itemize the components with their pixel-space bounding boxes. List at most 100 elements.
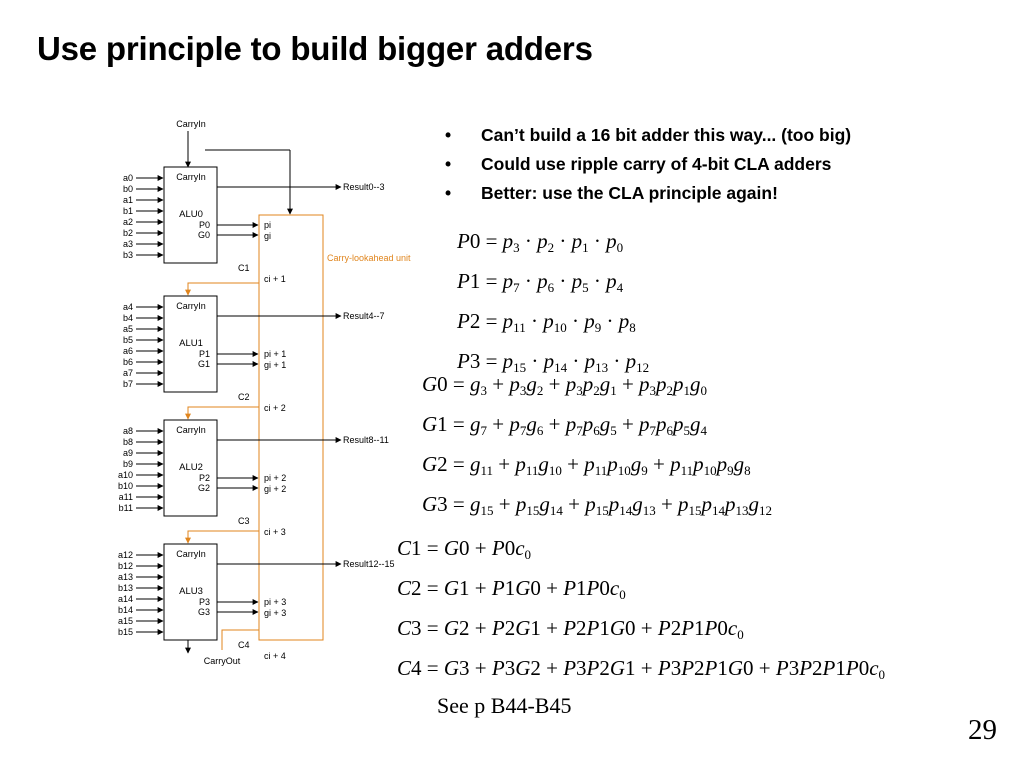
operand-input-label: a8 [123,426,133,436]
cla-pi-label: pi [264,220,271,230]
operand-input-label: a0 [123,173,133,183]
operand-input-label: a13 [118,572,133,582]
carry-signal-label: C1 [238,263,250,273]
alu-box [163,166,218,264]
alu-propagate-label: P0 [199,220,210,230]
alu-generate-label: G0 [198,230,210,240]
operand-input-label: b12 [118,561,133,571]
operand-input-label: b1 [123,206,133,216]
alu-propagate-label: P2 [199,473,210,483]
carry-lookahead-box [258,214,324,641]
alu-name: ALU3 [179,586,203,597]
operand-input-label: b11 [119,503,133,513]
equation-p: P0 = p3 · p2 · p1 · p0 [457,229,624,255]
carry-out-wire [221,629,259,650]
slide-title: Use principle to build bigger adders [37,30,593,67]
page-reference: See p B44-B45 [437,693,572,718]
result-label: Result4--7 [343,311,385,321]
alu-carry-in-label: CarryIn [176,172,206,182]
operand-input-label: b15 [118,627,133,637]
equation-g: G2 = g11 + p11g10 + p11p10g9 + p11p10p9g… [422,452,751,478]
carry-wire [185,530,259,544]
operand-input-label: b0 [123,184,133,194]
operand-input-label: a9 [123,448,133,458]
operand-input-label: a11 [119,492,133,502]
alu-box [163,295,218,393]
operand-input-label: a4 [123,302,133,312]
operand-input-label: b14 [118,605,133,615]
operand-input-label: a5 [123,324,133,334]
cla-carry-label: ci + 1 [264,274,286,284]
operand-input-label: b8 [123,437,133,447]
cla-gi-label: gi [264,231,271,241]
equation-p: P1 = p7 · p6 · p5 · p4 [457,269,624,295]
carry-in-label: CarryIn [176,119,206,129]
operand-input-label: a14 [118,594,133,604]
operand-input-label: a15 [118,616,133,626]
alu-propagate-label: P1 [199,349,210,359]
bullet-item: • Better: use the CLA principle again! [445,179,851,208]
equation-c: C1 = G0 + P0c0 [397,536,532,562]
cla-pi-label: pi + 1 [264,349,286,359]
carry-wire [185,406,259,420]
bullet-marker: • [445,183,452,203]
bullet-list: • Can’t build a 16 bit adder this way... … [445,121,851,208]
alu-name: ALU1 [179,338,203,349]
operand-input-label: b7 [123,379,133,389]
operand-input-label: b4 [123,313,133,323]
equation-c: C4 = G3 + P3G2 + P3P2G1 + P3P2P1G0 + P3P… [397,656,886,682]
operand-input-label: a10 [118,470,133,480]
equation-c: C3 = G2 + P2G1 + P2P1G0 + P2P1P0c0 [397,616,744,642]
carry-signal-label: C3 [238,516,250,526]
bullet-text: Better: use the CLA principle again! [481,183,778,203]
result-label: Result8--11 [343,435,389,445]
cla-carry-label: ci + 4 [264,651,286,661]
bullet-marker: • [445,154,452,174]
alu-generate-label: G1 [198,359,210,369]
operand-input-label: a2 [123,217,133,227]
page-number: 29 [968,714,997,746]
carry-out-label: CarryOut [204,656,241,666]
operand-input-label: a1 [123,195,133,205]
operand-input-label: b13 [118,583,133,593]
carry-wire [185,282,259,296]
alu-carry-in-label: CarryIn [176,425,206,435]
alu-name: ALU2 [179,462,203,473]
cla-gi-label: gi + 2 [264,484,286,494]
carry-signal-label: C4 [238,640,250,650]
equation-c: C2 = G1 + P1G0 + P1P0c0 [397,576,626,602]
equation-g: G3 = g15 + p15g14 + p15p14g13 + p15p14p1… [422,492,773,518]
result-label: Result12--15 [343,559,395,569]
carry-signal-label: C2 [238,392,250,402]
alu-box [163,419,218,517]
alu-name: ALU0 [179,209,203,220]
operand-input-label: a7 [123,368,133,378]
cla-carry-label: ci + 3 [264,527,286,537]
bullet-text: Can’t build a 16 bit adder this way... (… [481,125,852,145]
alu-carry-in-label: CarryIn [176,549,206,559]
equation-p: P2 = p11 · p10 · p9 · p8 [457,309,636,335]
equation-g: G0 = g3 + p3g2 + p3p2g1 + p3p2p1g0 [422,372,708,398]
alu-box [163,543,218,641]
cla-gi-label: gi + 3 [264,608,286,618]
bullet-text: Could use ripple carry of 4-bit CLA adde… [481,154,832,174]
alu-generate-label: G2 [198,483,210,493]
operand-input-label: b3 [123,250,133,260]
equation-g: G1 = g7 + p7g6 + p7p6g5 + p7p6p5g4 [422,412,708,438]
operand-input-label: a3 [123,239,133,249]
equation-p: P3 = p15 · p14 · p13 · p12 [457,349,650,375]
alu-propagate-label: P3 [199,597,210,607]
operand-input-label: b2 [123,228,133,238]
operand-input-label: b10 [118,481,133,491]
alu-generate-label: G3 [198,607,210,617]
operand-input-label: b6 [123,357,133,367]
bullet-item: • Can’t build a 16 bit adder this way... … [445,121,851,150]
cla-pi-label: pi + 2 [264,473,286,483]
cla-carry-label: ci + 2 [264,403,286,413]
alu-carry-in-label: CarryIn [176,301,206,311]
result-label: Result0--3 [343,182,385,192]
operand-input-label: a12 [118,550,133,560]
bullet-item: • Could use ripple carry of 4-bit CLA add… [445,150,851,179]
bullet-marker: • [445,125,452,145]
